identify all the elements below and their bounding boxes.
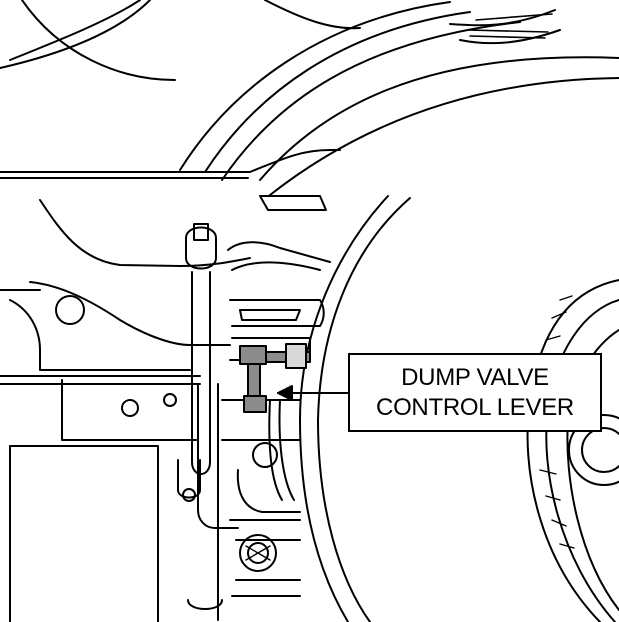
callout-line-2: CONTROL LEVER	[376, 393, 574, 421]
callout-leader	[277, 385, 349, 401]
callout-label: DUMP VALVE CONTROL LEVER	[348, 353, 602, 432]
seat-shell	[0, 0, 361, 179]
fender	[179, 1, 619, 211]
vent-slots	[467, 13, 553, 39]
dump-valve-control-lever	[177, 223, 223, 610]
lever-linkage	[239, 343, 311, 413]
pump-assembly	[221, 241, 331, 597]
callout-line-1: DUMP VALVE	[401, 363, 549, 391]
frame	[0, 199, 251, 622]
